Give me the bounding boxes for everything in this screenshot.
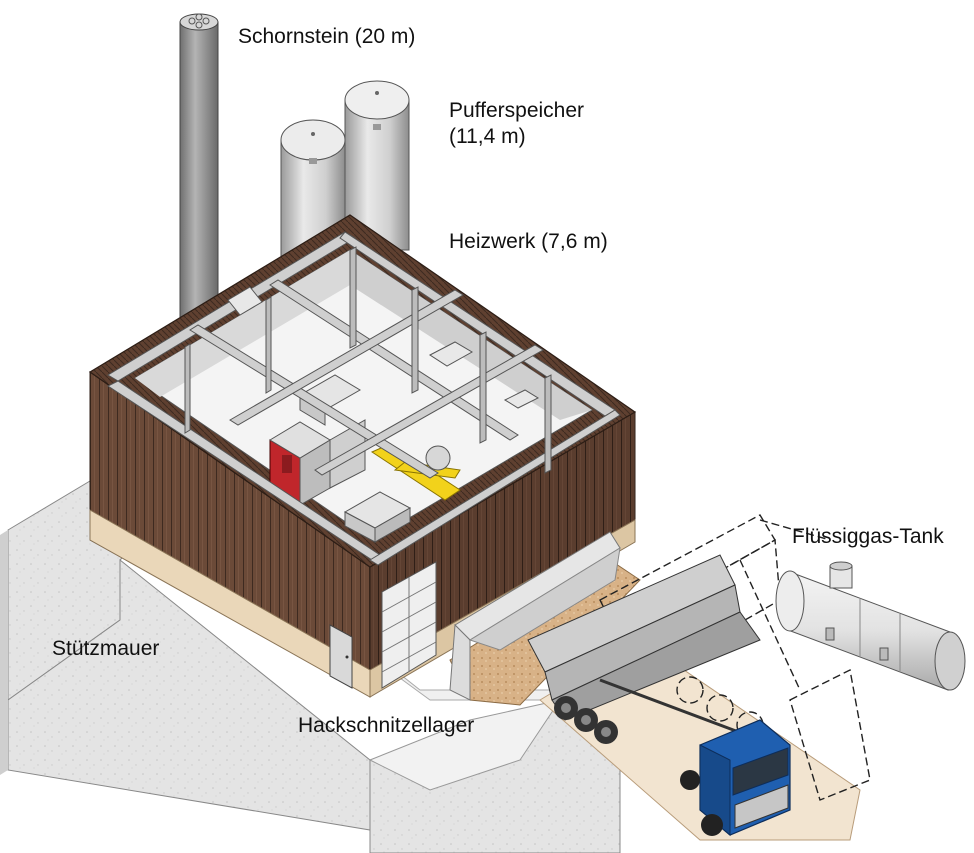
- label-chip-storage: Hackschnitzellager: [298, 714, 475, 737]
- lpg-tank: [775, 561, 966, 691]
- chimney: [179, 13, 219, 323]
- steel-roof-frame: [107, 231, 621, 566]
- side-door: [329, 624, 353, 689]
- label-buffer-tank: Pufferspeicher (11,4 m): [449, 98, 584, 151]
- label-gas-tank: Flüssiggas-Tank: [792, 525, 944, 548]
- label-heating-plant: Heizwerk (7,6 m): [449, 230, 608, 253]
- label-retaining-wall: Stützmauer: [52, 637, 160, 660]
- label-chimney: Schornstein (20 m): [238, 25, 416, 48]
- truck-cab: [680, 719, 791, 837]
- label-buffer-line1: Pufferspeicher: [449, 99, 585, 122]
- label-buffer-line2: (11,4 m): [449, 125, 526, 149]
- heating-plant-building: [88, 214, 637, 698]
- dump-trailer: [527, 554, 761, 744]
